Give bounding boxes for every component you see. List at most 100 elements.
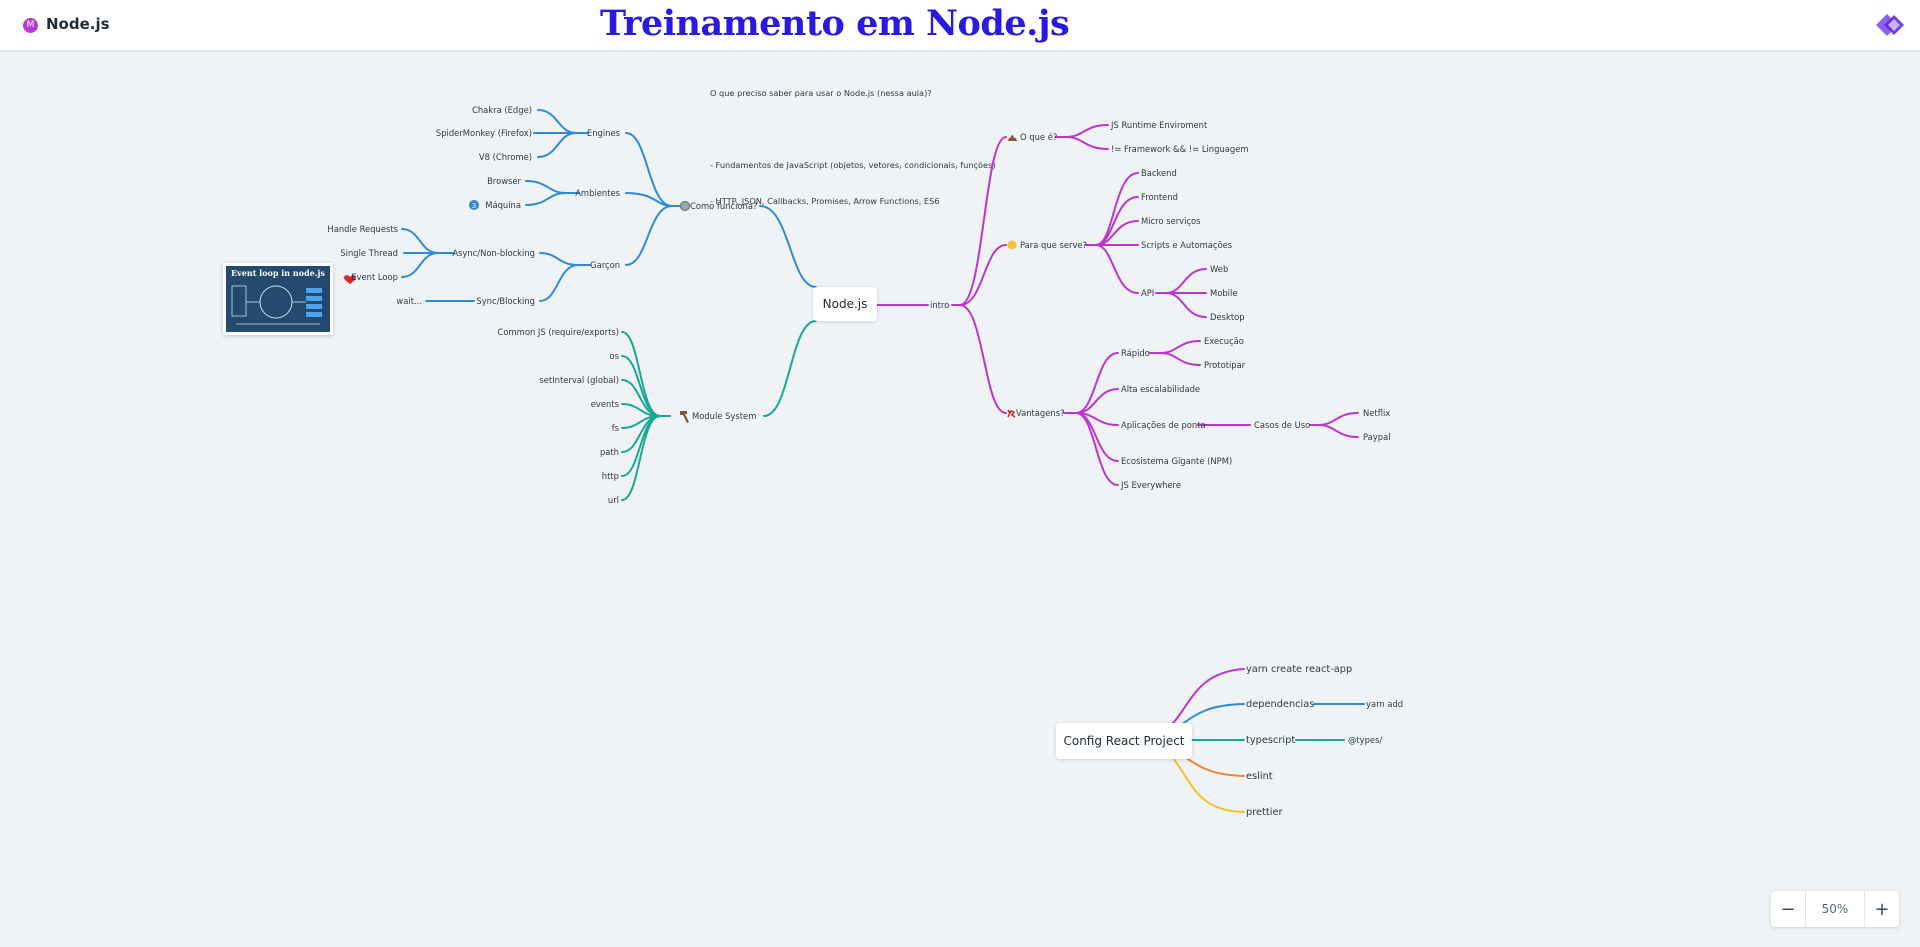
edge [537, 132, 577, 158]
node-casos-item: Netflix [1363, 408, 1390, 418]
node-engines: Engines [587, 128, 620, 138]
node-api-item: Web [1210, 264, 1228, 274]
edge [1165, 268, 1207, 294]
edge [625, 192, 673, 207]
react-branch: yarn create react-app [1246, 664, 1352, 675]
edge [539, 252, 579, 266]
edge [959, 244, 1007, 306]
node-api: API [1141, 288, 1154, 298]
edge [621, 331, 661, 417]
edge [959, 304, 1007, 414]
node-intro: intro [930, 300, 949, 310]
thinking-face-icon [1007, 240, 1017, 250]
node-async-item: Event Loop [351, 272, 398, 282]
node-ambiente-item: Máquina [485, 200, 521, 210]
react-branch: prettier [1246, 807, 1283, 818]
node-module-item: setInterval (global) [539, 375, 619, 385]
edge [401, 252, 439, 278]
edge [625, 132, 673, 207]
node-como-funciona: Como funciona? [690, 201, 757, 211]
edge [1075, 352, 1119, 414]
edge [625, 205, 673, 266]
note-text[interactable]: O que preciso saber para usar o Node.js … [710, 63, 996, 231]
edge [401, 228, 439, 254]
edge [539, 264, 579, 302]
note-line: O que preciso saber para usar o Node.js … [710, 88, 932, 98]
node-module-item: os [610, 351, 620, 361]
root-node-label: Node.js [822, 297, 868, 311]
top-bar: M Node.js Treinamento em Node.js [0, 0, 1920, 51]
root-node-config-react[interactable]: Config React Project [1056, 723, 1192, 759]
edge [1065, 136, 1109, 150]
react-branch: typescript [1246, 735, 1295, 746]
edge [1317, 424, 1359, 438]
node-o-que-e-item: != Framework && != Linguagem [1111, 144, 1249, 154]
mindmap-canvas[interactable]: O que preciso saber para usar o Node.js … [0, 51, 1920, 947]
node-ambiente-item: Browser [487, 176, 521, 186]
node-engine-item: V8 (Chrome) [479, 152, 532, 162]
node-engine-item: Chakra (Edge) [472, 105, 532, 115]
zoom-level[interactable]: 50% [1805, 891, 1865, 927]
node-module-item: path [600, 447, 619, 457]
node-async: Async/Non-blocking [452, 248, 535, 258]
edge [1065, 124, 1109, 138]
root-node-label: Config React Project [1063, 734, 1185, 748]
hammer-icon [680, 411, 689, 423]
edge [959, 136, 1007, 306]
react-branch-child: yarn add [1366, 699, 1403, 709]
react-branch-child: @types/ [1348, 735, 1382, 745]
react-branch: dependencias [1246, 699, 1314, 710]
node-serve-item: Micro serviços [1141, 216, 1201, 226]
edge [621, 355, 661, 417]
zoom-control: − 50% + [1771, 891, 1899, 927]
node-para-que-serve: Para que serve? [1020, 240, 1087, 250]
note-line: - HTTP, JSON, Callbacks, Promises, Arrow… [710, 196, 940, 206]
node-o-que-e: O que é? [1020, 132, 1057, 142]
node-module-item: events [591, 399, 619, 409]
event-loop-image-node[interactable]: Event loop in node.js [223, 263, 333, 335]
zoom-in-button[interactable]: + [1874, 898, 1890, 920]
node-api-item: Mobile [1210, 288, 1237, 298]
node-api-item: Desktop [1210, 312, 1245, 322]
node-rapido-item: Prototipar [1204, 360, 1246, 370]
edge [621, 415, 661, 501]
node-rapido: Rápido [1121, 348, 1150, 358]
node-sync: Sync/Blocking [476, 296, 535, 306]
mindmap-diagram: Como funciona? Engines Chakra (Edge) Spi… [327, 105, 1403, 818]
node-async-item: Handle Requests [327, 224, 398, 234]
node-engine-item: SpiderMonkey (Firefox) [436, 128, 532, 138]
edge [1317, 412, 1359, 426]
edge [621, 415, 661, 477]
image-title: Event loop in node.js [231, 268, 325, 278]
node-serve-item: Frontend [1141, 192, 1178, 202]
mindmap-logo-icon[interactable] [1874, 11, 1906, 39]
zoom-out-button[interactable]: − [1780, 898, 1796, 920]
document-icon[interactable]: M [23, 18, 38, 33]
edge [1171, 756, 1245, 813]
node-serve-item: Scripts e Automações [1141, 240, 1232, 250]
node-async-item: Single Thread [340, 248, 398, 258]
node-sync-item: wait... [396, 296, 422, 306]
node-alta: Alta escalabilidade [1121, 384, 1200, 394]
node-ambientes: Ambientes [575, 188, 620, 198]
node-serve-item: Backend [1141, 168, 1177, 178]
note-line: - Fundamentos de JavaScript (objetos, ve… [710, 160, 996, 170]
document-title[interactable]: Node.js [46, 15, 110, 33]
node-module-item: url [608, 495, 619, 505]
event-loop-graphic [231, 285, 322, 325]
node-ecossistema: Ecosistema Gigante (NPM) [1121, 456, 1232, 466]
runner-icon [1007, 409, 1016, 418]
edge [525, 192, 567, 206]
node-vantagens: Vantagens? [1016, 408, 1065, 418]
edge [525, 180, 567, 194]
edge [537, 109, 577, 134]
node-garcon: Garçon [590, 260, 620, 270]
root-node-nodejs[interactable]: Node.js [813, 287, 877, 321]
node-rapido-item: Execução [1204, 336, 1244, 346]
edge [1171, 668, 1245, 725]
node-module-item: Common JS (require/exports) [498, 327, 619, 337]
event-loop-image: Event loop in node.js [226, 266, 330, 332]
edge [763, 320, 817, 417]
node-casos-item: Paypal [1363, 432, 1391, 442]
board-title: Treinamento em Node.js [600, 3, 1070, 44]
